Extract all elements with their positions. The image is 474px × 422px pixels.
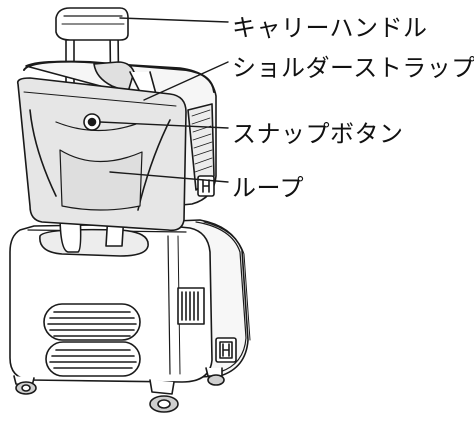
front-vent-lower	[45, 341, 141, 377]
leader-snap-button	[99, 121, 229, 129]
bag	[16, 60, 217, 232]
label-carry-handle: キャリーハンドル	[232, 14, 428, 42]
label-snap-button: スナップボタン	[232, 120, 404, 148]
shoulder-strap	[93, 61, 135, 93]
label-loop: ループ	[232, 174, 305, 202]
leader-carry-handle	[119, 17, 229, 23]
suitcase-zipper-band	[195, 221, 247, 373]
wheel-back-right	[205, 367, 225, 386]
leader-lines	[99, 17, 229, 183]
side-grille	[177, 287, 205, 325]
leader-shoulder-strap	[143, 61, 229, 101]
bag-front-face	[16, 77, 187, 232]
suitcase	[9, 219, 251, 413]
leader-loop	[109, 171, 229, 183]
suitcase-top-handle	[39, 228, 149, 257]
front-vent-upper	[43, 303, 141, 341]
wheel-front-right	[149, 379, 179, 413]
wheel-front-left	[13, 375, 37, 395]
side-badge-icon	[215, 337, 237, 363]
snap-button	[83, 113, 101, 131]
label-shoulder-strap: ショルダーストラップ	[232, 54, 474, 82]
